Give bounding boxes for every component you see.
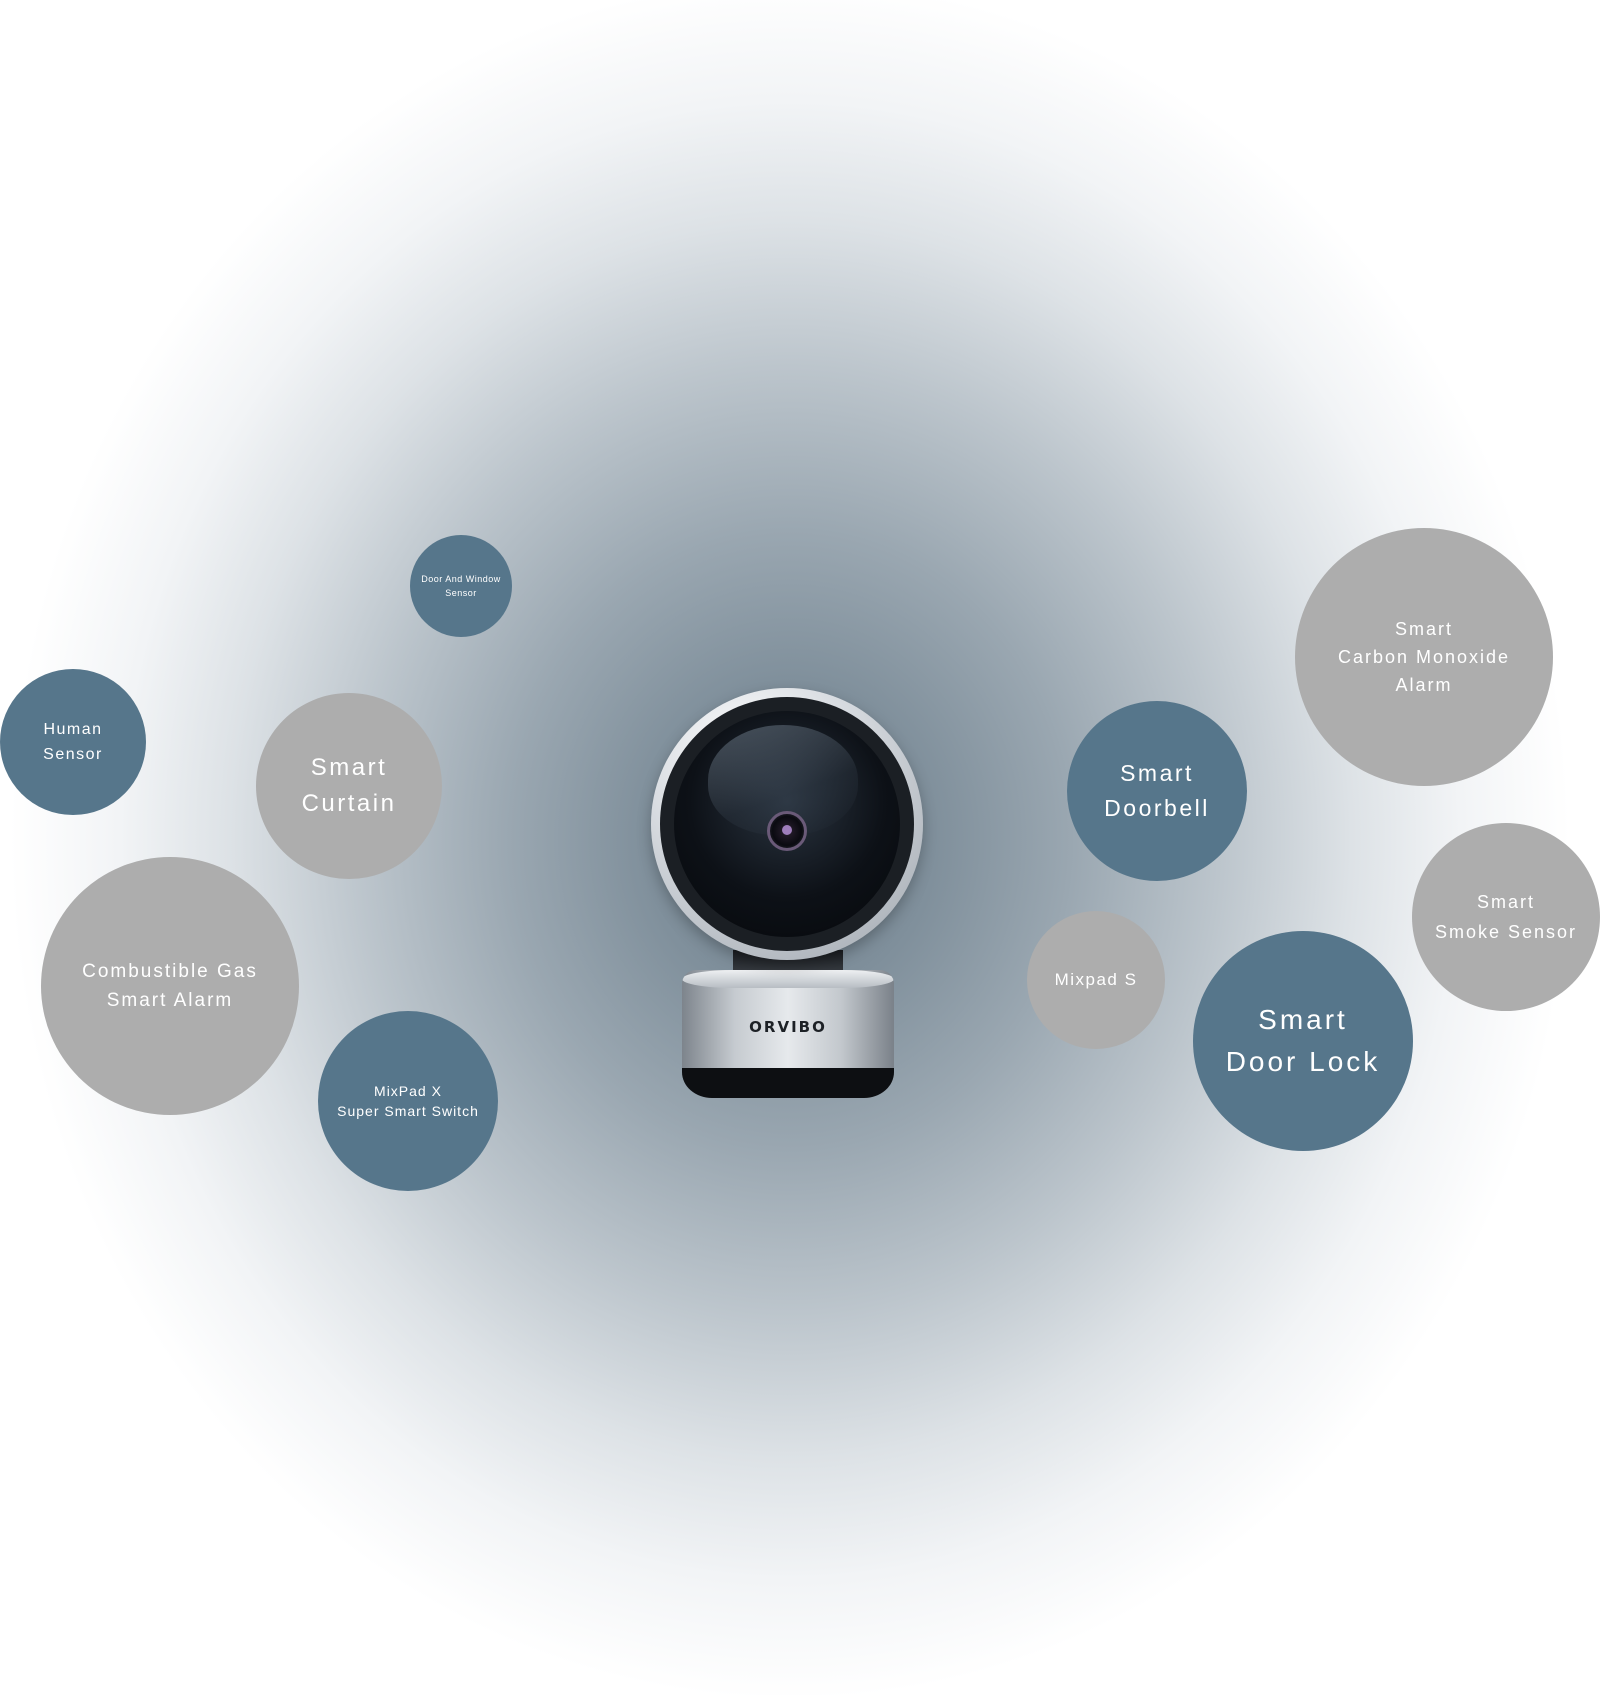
bubble-smoke-sensor[interactable]: Smart Smoke Sensor <box>1412 823 1600 1011</box>
bubble-human-sensor[interactable]: Human Sensor <box>0 669 146 815</box>
brand-logo: ORVIBO <box>749 1018 827 1036</box>
camera-face <box>674 711 900 937</box>
bubble-carbon-monoxide-alarm[interactable]: Smart Carbon Monoxide Alarm <box>1295 528 1553 786</box>
bubble-smart-curtain[interactable]: Smart Curtain <box>256 693 442 879</box>
camera-base: ORVIBO <box>682 970 894 1098</box>
bubble-combustible-gas-alarm[interactable]: Combustible Gas Smart Alarm <box>41 857 299 1115</box>
camera-base-top <box>682 970 894 988</box>
bubble-smart-door-lock[interactable]: Smart Door Lock <box>1193 931 1413 1151</box>
bubble-smart-doorbell[interactable]: Smart Doorbell <box>1067 701 1247 881</box>
bubble-mixpad-s[interactable]: Mixpad S <box>1027 911 1165 1049</box>
smart-camera: ORVIBO <box>645 688 930 1108</box>
camera-head <box>651 688 923 960</box>
camera-lens-icon <box>767 811 807 851</box>
camera-ring <box>660 697 914 951</box>
bubble-door-window-sensor[interactable]: Door And Window Sensor <box>410 535 512 637</box>
camera-base-bottom <box>682 1068 894 1098</box>
bubble-mixpad-x[interactable]: MixPad X Super Smart Switch <box>318 1011 498 1191</box>
lens-highlight <box>782 825 792 835</box>
